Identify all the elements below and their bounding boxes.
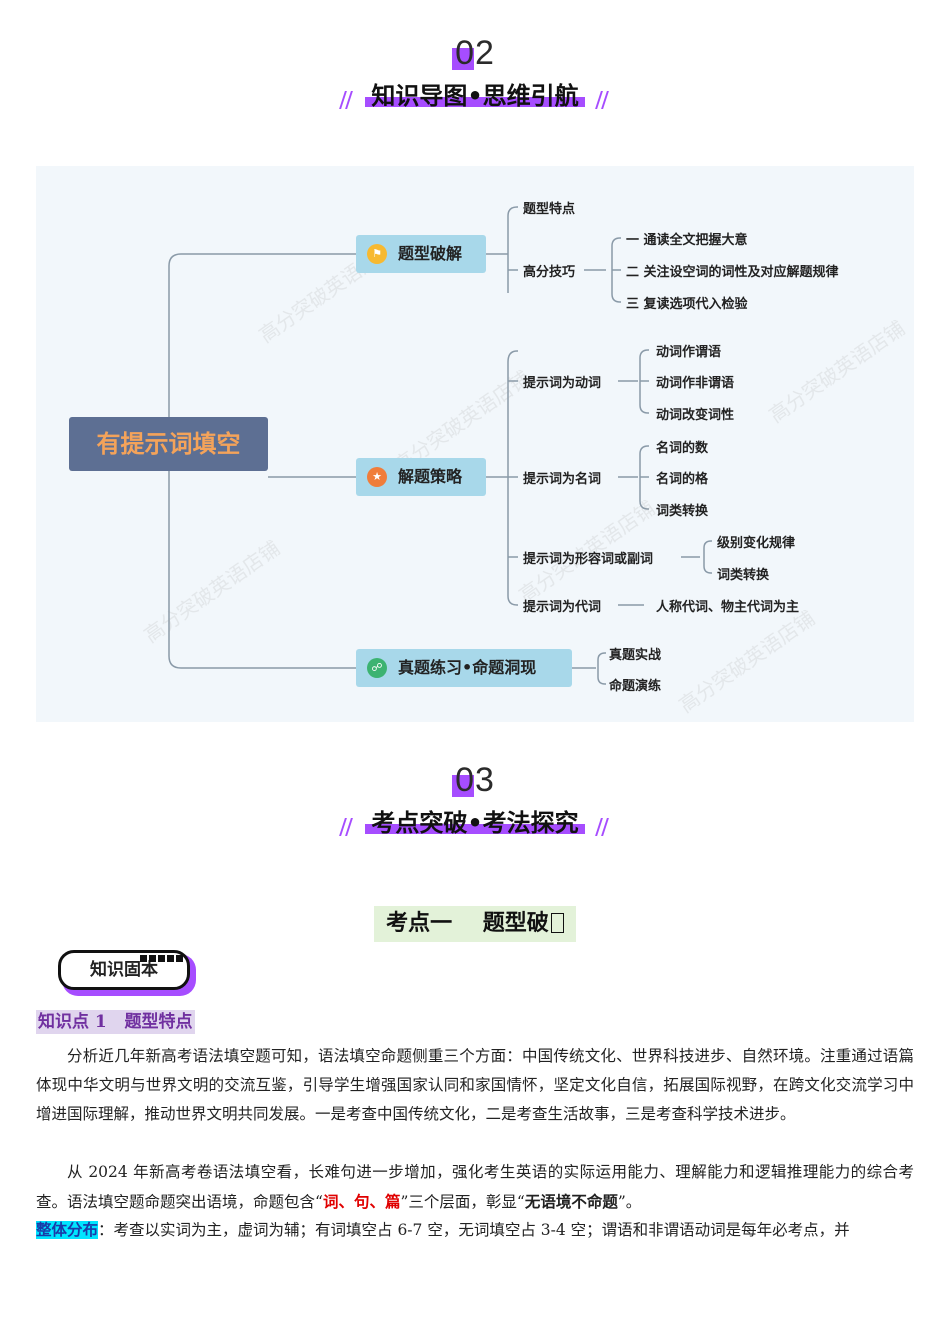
paragraph-2-text: ”。: [617, 1193, 642, 1211]
section-number-accent: [452, 775, 475, 797]
kaodian-title-text: 考点一 题型破: [386, 911, 549, 936]
leaf-adj-item: 词类转换: [717, 568, 770, 583]
branch-label: 解题策略: [398, 467, 463, 486]
leaf-noun-item: 词类转换: [656, 504, 709, 519]
kaodian-title: 考点一 题型破: [374, 906, 576, 942]
missing-glyph-box: [550, 913, 564, 933]
section-title-underline: [365, 824, 585, 834]
leaf-verb-item: 动词改变词性: [656, 408, 735, 423]
mind-map-root: 有提示词填空: [69, 417, 268, 471]
section-number: 02: [455, 34, 495, 72]
section-title-block: 知识导图•思维引航: [339, 76, 609, 111]
mind-map: 高分突破英语店铺 高分突破英语店铺 高分突破英语店铺 高分突破英语店铺 高分突破…: [36, 166, 914, 722]
leaf-verb-item: 动词作非谓语: [656, 376, 735, 391]
paragraph-2-text: ”三个层面，彰显“: [400, 1193, 525, 1211]
badge-dots: [140, 947, 185, 966]
branch-question-type: ⚑ 题型破解: [356, 235, 486, 273]
leaf-practice-item: 真题实战: [609, 648, 662, 663]
section-02-header: 02 知识导图•思维引航: [0, 34, 950, 111]
highlight-bold-text: 无语境不命题: [524, 1193, 618, 1211]
section-number-block: 02: [452, 34, 495, 74]
leaf-noun-item: 名词的数: [656, 441, 709, 456]
leaf-noun: 提示词为名词: [523, 472, 602, 487]
mind-map-connectors: [168, 206, 712, 685]
section-number-block: 03: [452, 761, 495, 801]
star-icon: ★: [367, 467, 387, 487]
branch-practice: ☍ 真题练习•命题洞现: [356, 649, 572, 687]
leaf-adj-item: 级别变化规律: [717, 536, 796, 551]
paragraph-2-text: 从 2024 年新高考卷语法填空看，长难句进一步增加，强化考生英语的实际运用能力…: [36, 1163, 914, 1211]
leaf-pronoun-item: 人称代词、物主代词为主: [656, 600, 800, 615]
slash-decoration-right: [594, 91, 611, 109]
leaf-pronoun: 提示词为代词: [523, 600, 602, 615]
section-title: 考点突破•考法探究: [371, 809, 579, 837]
leaf-features: 题型特点: [523, 202, 576, 217]
leaf-high-score-skills: 高分技巧: [523, 265, 576, 280]
leaf-practice-item: 命题演练: [609, 679, 662, 694]
knowledge-point-label: 知识点 1 题型特点: [38, 1012, 193, 1032]
branch-strategy: ★ 解题策略: [356, 458, 486, 496]
unlock-icon: ☍: [367, 658, 387, 678]
paragraph-3-text: ：考查以实词为主，虚词为辅；有词填空占 6-7 空，无词填空占 3-4 空；谓语…: [98, 1221, 850, 1239]
slash-decoration-right: [594, 818, 611, 836]
section-title: 知识导图•思维引航: [371, 82, 579, 110]
badge-label: 知识固本: [90, 960, 158, 980]
flag-icon: ⚑: [367, 244, 387, 264]
overall-distribution-tag: 整体分布: [36, 1221, 99, 1239]
leaf-noun-item: 名词的格: [656, 472, 709, 487]
knowledge-point-heading: 知识点 1 题型特点: [36, 1010, 195, 1034]
section-title-underline: [365, 97, 585, 107]
branch-label: 真题练习•命题洞现: [398, 658, 537, 677]
branch-label: 题型破解: [398, 244, 463, 263]
leaf-verb-item: 动词作谓语: [656, 345, 722, 360]
section-title-block: 考点突破•考法探究: [339, 803, 609, 838]
paragraph-3: 整体分布：考查以实词为主，虚词为辅；有词填空占 6-7 空，无词填空占 3-4 …: [36, 1216, 914, 1245]
section-number: 03: [455, 761, 495, 799]
paragraph-2: 从 2024 年新高考卷语法填空看，长难句进一步增加，强化考生英语的实际运用能力…: [36, 1158, 914, 1217]
highlight-red-text: 词、句、篇: [322, 1192, 401, 1211]
leaf-tip: 一 通读全文把握大意: [626, 233, 748, 248]
knowledge-badge: 知识固本: [58, 947, 196, 996]
leaf-tip: 三 复读选项代入检验: [626, 297, 748, 312]
paragraph-1: 分析近几年新高考语法填空题可知，语法填空命题侧重三个方面：中国传统文化、世界科技…: [36, 1047, 914, 1123]
leaf-verb: 提示词为动词: [523, 376, 602, 391]
leaf-adj: 提示词为形容词或副词: [523, 552, 654, 567]
section-number-accent: [452, 48, 475, 70]
section-03-header: 03 考点突破•考法探究: [0, 761, 950, 838]
leaf-tip: 二 关注设空词的词性及对应解题规律: [626, 265, 839, 280]
